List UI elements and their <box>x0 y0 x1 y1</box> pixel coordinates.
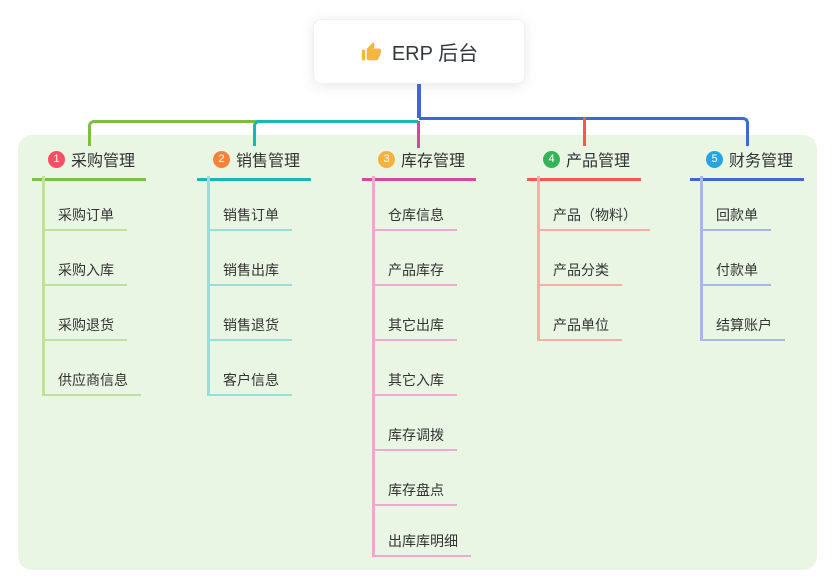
branch-header-1[interactable]: 1 采购管理 <box>32 147 146 181</box>
node-item[interactable]: 产品库存 <box>372 259 457 286</box>
node-item[interactable]: 采购退货 <box>42 314 127 341</box>
branch-number-badge: 5 <box>706 150 723 168</box>
node-item[interactable]: 采购入库 <box>42 259 127 286</box>
branch-spine-line <box>207 176 210 396</box>
branch-label: 财务管理 <box>729 153 794 170</box>
node-item[interactable]: 销售退货 <box>207 314 292 341</box>
node-item[interactable]: 销售订单 <box>207 204 292 231</box>
node-item[interactable]: 产品单位 <box>537 314 622 341</box>
branch-header-5[interactable]: 5 财务管理 <box>690 147 804 181</box>
node-item[interactable]: 产品（物料） <box>537 204 650 231</box>
branch-label: 产品管理 <box>566 153 631 170</box>
root-stem <box>417 82 421 118</box>
node-item[interactable]: 销售出库 <box>207 259 292 286</box>
node-item[interactable]: 其它出库 <box>372 314 457 341</box>
connector-branch-2 <box>252 120 418 146</box>
node-item[interactable]: 产品分类 <box>537 259 622 286</box>
branch-spine-line <box>700 176 703 341</box>
connector-branch-1 <box>87 120 418 146</box>
branch-label: 销售管理 <box>236 153 301 170</box>
node-item[interactable]: 出库库明细 <box>372 530 471 557</box>
branches-panel <box>18 135 817 570</box>
node-item[interactable]: 其它入库 <box>372 369 457 396</box>
node-item[interactable]: 仓库信息 <box>372 204 457 231</box>
connector-branch-3 <box>416 121 420 148</box>
node-item[interactable]: 付款单 <box>700 259 771 286</box>
branch-spine-line <box>372 176 375 557</box>
node-item[interactable]: 库存盘点 <box>372 479 457 506</box>
branch-label: 库存管理 <box>401 153 466 170</box>
branch-spine-line <box>537 176 540 341</box>
node-item[interactable]: 回款单 <box>700 204 771 231</box>
branch-label: 采购管理 <box>71 153 136 170</box>
branch-spine-line <box>42 176 45 396</box>
branch-number-badge: 4 <box>543 150 560 168</box>
root-node-label: ERP 后台 <box>391 43 479 65</box>
branch-header-4[interactable]: 4 产品管理 <box>527 147 641 181</box>
node-item[interactable]: 客户信息 <box>207 369 292 396</box>
branch-number-badge: 3 <box>378 150 395 168</box>
connector-branch-4 <box>583 117 586 146</box>
branch-number-badge: 2 <box>213 150 230 168</box>
root-node-erp[interactable]: ERP 后台 <box>313 19 525 84</box>
branch-header-3[interactable]: 3 库存管理 <box>362 147 476 181</box>
branch-header-2[interactable]: 2 销售管理 <box>197 147 311 181</box>
node-item[interactable]: 采购订单 <box>42 204 127 231</box>
branch-number-badge: 1 <box>48 150 65 168</box>
node-item[interactable]: 结算账户 <box>700 314 785 341</box>
node-item[interactable]: 库存调拨 <box>372 424 457 451</box>
thumbs-up-icon <box>360 41 382 63</box>
node-item[interactable]: 供应商信息 <box>42 369 141 396</box>
